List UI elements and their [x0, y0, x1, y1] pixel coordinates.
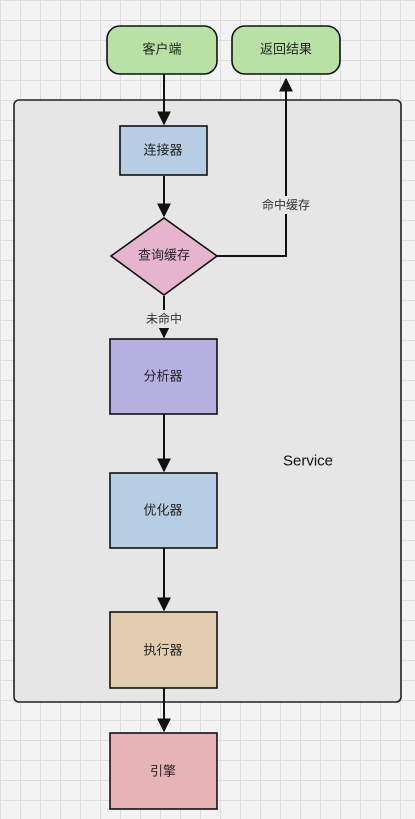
node-cache-query: 查询缓存 [109, 217, 219, 296]
node-analyzer: 分析器 [109, 338, 218, 415]
edge-label-hit: 命中缓存 [262, 197, 310, 212]
miss-label-bg [138, 310, 190, 328]
result-shape [231, 25, 341, 75]
engine-label: 引擎 [150, 765, 176, 780]
engine-shape [109, 732, 218, 810]
executor-label: 执行器 [143, 644, 182, 659]
edge-label-miss: 未命中 [146, 311, 182, 326]
service-label: Service [283, 453, 333, 470]
node-engine: 引擎 [109, 732, 218, 810]
cache-query-shape [109, 217, 219, 296]
node-result: 返回结果 [231, 25, 341, 75]
client-shape [106, 25, 218, 75]
analyzer-shape [109, 338, 218, 415]
optimizer-shape [109, 472, 218, 549]
connector-label: 连接器 [143, 143, 182, 159]
result-label: 返回结果 [260, 43, 312, 58]
optimizer-label: 优化器 [143, 504, 182, 519]
connector-shape [119, 125, 208, 176]
cache-query-label: 查询缓存 [138, 249, 190, 264]
node-executor: 执行器 [109, 611, 218, 689]
edge-cache-hit-to-result [217, 77, 293, 257]
edges [157, 74, 293, 733]
hit-label-bg [252, 196, 320, 214]
node-client: 客户端 [106, 25, 218, 75]
node-optimizer: 优化器 [109, 472, 218, 549]
executor-shape [109, 611, 218, 689]
analyzer-label: 分析器 [143, 370, 182, 385]
node-connector: 连接器 [119, 125, 208, 176]
client-label: 客户端 [142, 42, 181, 58]
